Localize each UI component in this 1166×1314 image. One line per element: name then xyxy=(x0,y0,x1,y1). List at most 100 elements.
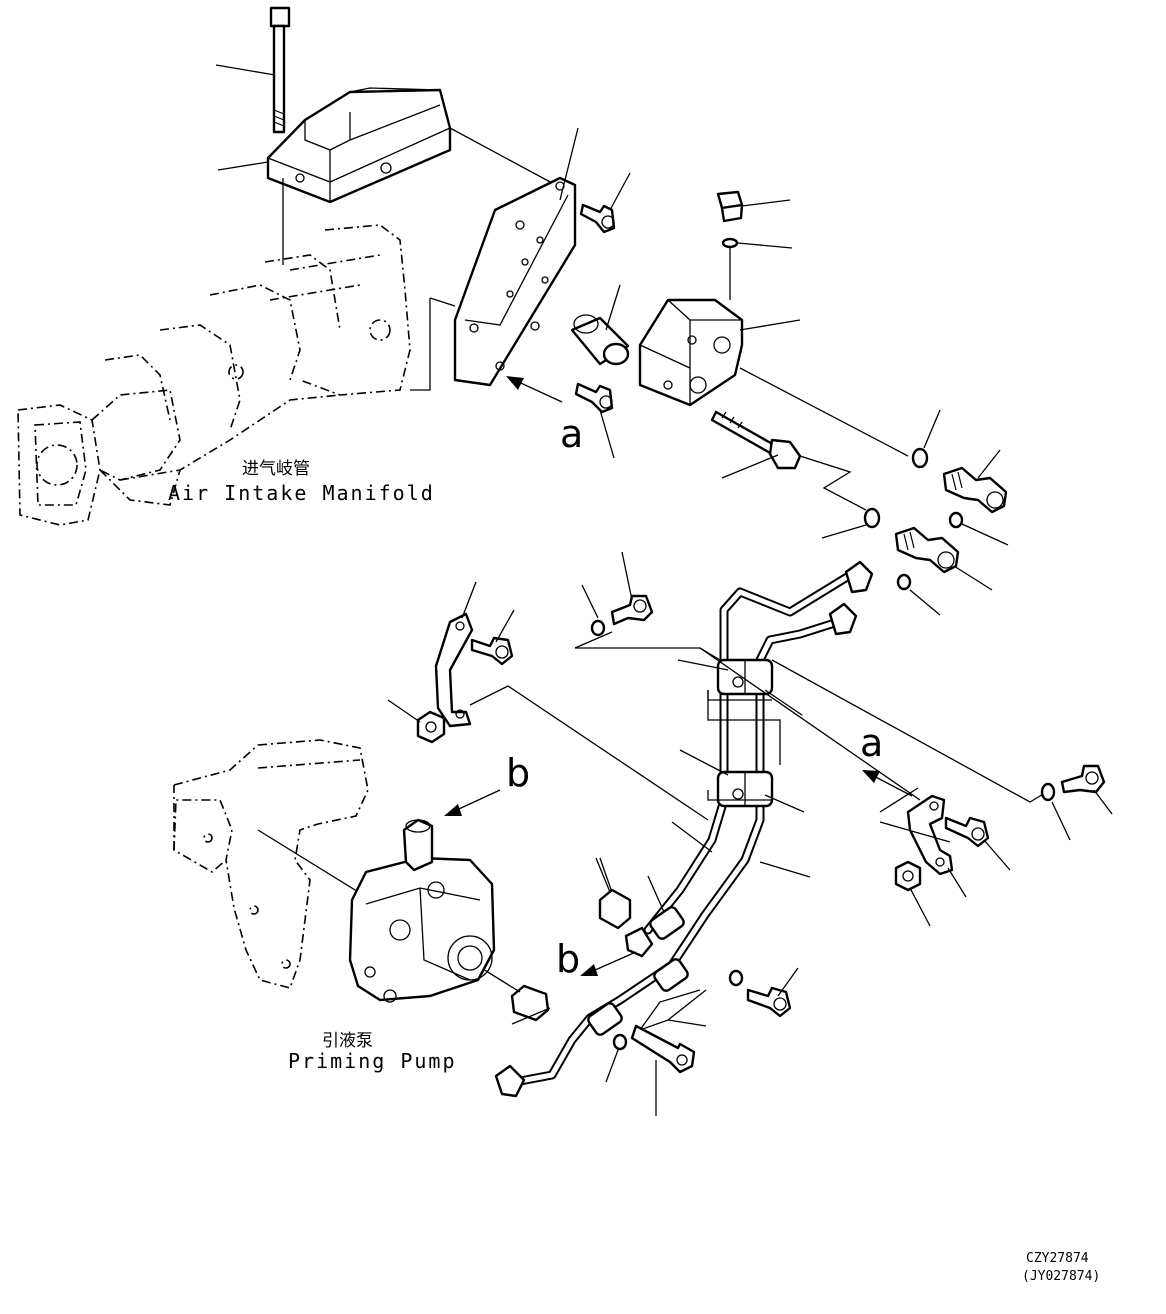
drawing-code: CZY27874 xyxy=(1026,1251,1089,1266)
connection-line xyxy=(879,821,951,843)
view-label-b: b xyxy=(556,937,580,981)
view-arrow-a-top: a xyxy=(506,376,583,456)
leader-line xyxy=(947,867,967,898)
leader-line xyxy=(495,609,515,643)
pipe-nut xyxy=(494,1064,526,1098)
plug xyxy=(716,190,744,223)
leader-line xyxy=(961,523,1009,546)
leader-line xyxy=(595,857,611,893)
flange-bolt xyxy=(574,382,614,414)
pipe-nut xyxy=(844,560,874,594)
leader-line xyxy=(737,242,793,249)
priming-pump-label-cn: 引液泵 xyxy=(322,1031,373,1051)
view-arrow-b-upper: b xyxy=(444,751,530,816)
leader-line xyxy=(605,284,621,331)
leader-line xyxy=(977,449,1001,479)
leader-line xyxy=(621,551,633,601)
priming-pump-label-en: Priming Pump xyxy=(288,1049,457,1073)
connection-line xyxy=(449,127,566,191)
pipe-nut xyxy=(624,926,654,958)
view-label-b: b xyxy=(506,751,530,795)
leader-line xyxy=(909,887,931,927)
pipe-bracket xyxy=(434,612,474,728)
leader-line xyxy=(777,967,799,997)
flange-bolt xyxy=(610,594,654,626)
flange-bolt xyxy=(944,816,990,848)
connection-line xyxy=(739,367,909,457)
pipe-clamp xyxy=(649,906,685,940)
flange-bolt xyxy=(1060,764,1106,794)
view-arrow-b-lower: b xyxy=(556,937,637,981)
leader-line xyxy=(599,409,615,459)
block-bolt xyxy=(710,410,802,470)
o-ring xyxy=(721,237,739,249)
fuel-pipe-inner xyxy=(510,617,843,1087)
view-label-a: a xyxy=(560,412,583,456)
washer xyxy=(728,969,744,987)
connection-line xyxy=(410,298,431,391)
leader-line xyxy=(821,524,867,539)
leader-line xyxy=(1093,789,1113,815)
connection-line xyxy=(667,989,707,1021)
leader-line xyxy=(741,199,791,207)
pipe-clamp xyxy=(587,1002,623,1036)
flange-bolt xyxy=(746,986,792,1018)
connection-line xyxy=(429,297,456,307)
o-ring xyxy=(911,447,929,469)
pipe-clamp xyxy=(653,958,689,992)
pipe-clamp xyxy=(716,770,774,808)
elbow-fitting xyxy=(894,526,960,574)
hex-nut xyxy=(416,710,446,744)
leader-line xyxy=(609,172,631,211)
leader-line xyxy=(677,659,729,671)
pipe-nut xyxy=(828,602,858,636)
leader-line xyxy=(909,589,941,616)
leader-line xyxy=(983,839,1011,871)
leader-line xyxy=(739,319,801,331)
fuel-pipe-outer xyxy=(643,569,857,935)
o-ring xyxy=(948,511,964,529)
mounting-bracket-block xyxy=(266,87,452,204)
priming-pump xyxy=(348,818,496,1003)
air-intake-manifold-label-cn: 进气岐管 xyxy=(242,459,310,479)
air-intake-manifold xyxy=(17,224,411,526)
pipe-sleeve xyxy=(598,888,632,930)
connection-line xyxy=(771,659,1051,803)
leader-line xyxy=(764,689,803,716)
leader-line xyxy=(1051,801,1071,841)
o-ring xyxy=(863,507,881,529)
leader-line xyxy=(647,875,665,913)
flange-bolt xyxy=(630,1024,696,1074)
washer xyxy=(590,619,606,637)
connection-line xyxy=(879,787,919,813)
connection-line xyxy=(699,647,921,801)
leader-line xyxy=(764,794,805,813)
flange-bolt xyxy=(470,636,514,666)
elbow-fitting xyxy=(942,466,1008,514)
pump-bracket xyxy=(173,739,369,989)
adapter-plate xyxy=(453,176,577,387)
connection-line xyxy=(574,631,613,649)
connection-line xyxy=(469,685,709,821)
leader-line xyxy=(671,821,713,853)
adapter-block xyxy=(638,298,744,407)
washer xyxy=(1040,782,1056,802)
leader-line xyxy=(217,161,269,171)
leader-line xyxy=(721,454,779,479)
connection-line xyxy=(707,690,781,765)
connection-line xyxy=(707,790,772,801)
leader-line xyxy=(581,584,599,619)
spacer-sleeve xyxy=(570,314,630,366)
view-arrow-a-mid: a xyxy=(860,721,913,797)
pipe-sleeve xyxy=(510,984,550,1022)
leader-line xyxy=(387,699,421,723)
leader-line xyxy=(923,409,941,449)
view-label-a: a xyxy=(860,721,883,765)
flange-bolt xyxy=(579,203,616,234)
leader-line xyxy=(559,127,579,201)
leader-line xyxy=(511,1007,551,1025)
connection-line xyxy=(799,455,867,511)
pipe-bracket xyxy=(906,794,954,876)
washer xyxy=(612,1033,628,1051)
